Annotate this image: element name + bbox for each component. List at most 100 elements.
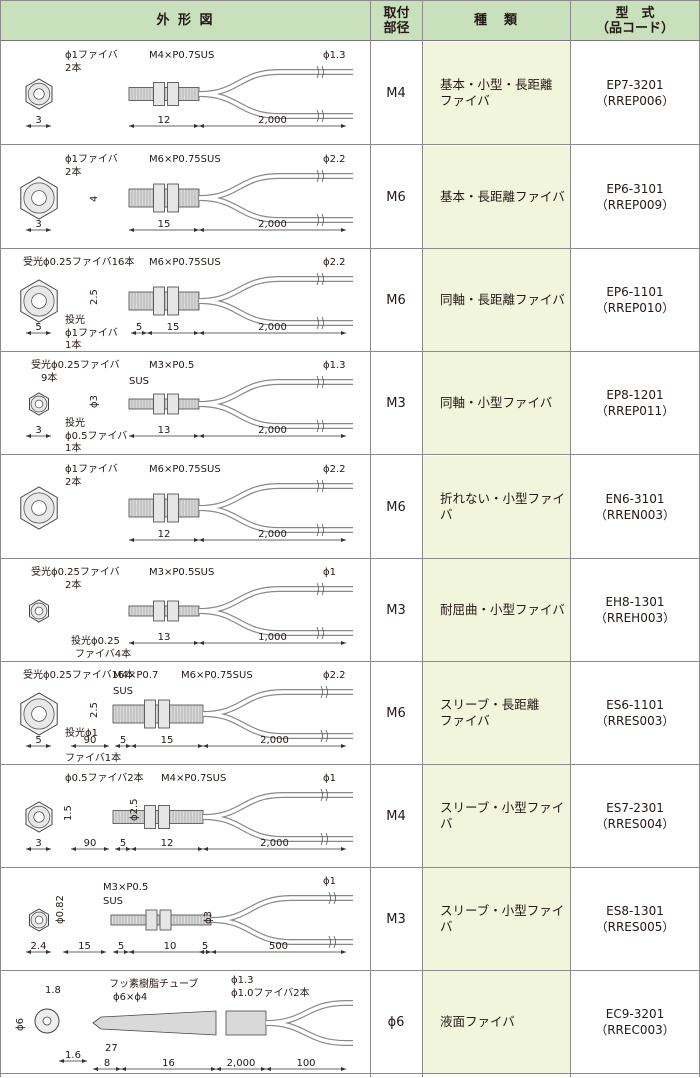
break-mark-icon bbox=[316, 169, 324, 183]
material-label: SUS bbox=[103, 896, 123, 907]
model-number: ES6-1101 bbox=[606, 698, 664, 712]
fiber-type-line: ファイバ bbox=[440, 93, 490, 108]
dim-label-length: 2,000 bbox=[258, 219, 287, 230]
fiber-cable-core bbox=[198, 196, 353, 222]
model-number: EH8-1301 bbox=[605, 595, 665, 609]
fiber-cable-core bbox=[202, 815, 353, 841]
arrow-icon bbox=[206, 950, 211, 954]
model-number: EP8-1201 bbox=[606, 388, 664, 402]
nut bbox=[153, 286, 165, 316]
arrow-icon bbox=[71, 744, 76, 748]
emit-label: 投光ϕ0.25 bbox=[71, 634, 120, 647]
mount-size: M3 bbox=[386, 395, 406, 411]
product-code: （RREN003） bbox=[594, 508, 676, 522]
arrow-icon bbox=[199, 538, 204, 542]
nut bbox=[153, 600, 165, 622]
dim-label-body: 15 bbox=[158, 219, 171, 230]
dim-label-step: 5 bbox=[136, 322, 142, 333]
nut bbox=[158, 699, 170, 729]
dim-label-body: 12 bbox=[158, 529, 171, 540]
break-mark-icon bbox=[316, 419, 324, 433]
fiber-cable-core bbox=[202, 793, 353, 819]
fiber-end-icon bbox=[31, 293, 47, 309]
emit-label: 投光 bbox=[65, 313, 85, 326]
outline-drawing-svg: 1.8ϕ6フッ素樹脂チューブϕ6×ϕ4ϕ1.3ϕ1.0ファイバ2本1.68271… bbox=[15, 975, 391, 1071]
arrow-icon bbox=[142, 331, 147, 335]
arrow-icon bbox=[26, 124, 31, 128]
product-code: （RREC003） bbox=[595, 1023, 675, 1037]
dim-label-end: 100 bbox=[296, 1058, 315, 1069]
model-code: ES8-1301（RRES005） bbox=[571, 868, 699, 970]
thread-label: M3×P0.5 bbox=[149, 360, 194, 371]
arrow-icon bbox=[63, 950, 68, 954]
fiber-type: 基本・小型・長距離ファイバ bbox=[423, 42, 570, 144]
column-divider bbox=[370, 0, 371, 1077]
arrow-icon bbox=[131, 744, 136, 748]
product-code: （RREP006） bbox=[595, 94, 675, 108]
model-code: EP7-3201（RREP006） bbox=[571, 42, 699, 144]
tube-label: フッ素樹脂チューブ bbox=[109, 977, 198, 990]
arrow-icon bbox=[199, 641, 204, 645]
dim-label-side: ϕ6 bbox=[15, 1018, 26, 1031]
mount-size: M6 bbox=[386, 292, 406, 308]
thread-label: M3×P0.5 bbox=[103, 882, 148, 893]
dim-label-body: 15 bbox=[167, 322, 180, 333]
arrow-icon bbox=[341, 434, 346, 438]
arrow-icon bbox=[26, 744, 31, 748]
header-size: 取付部径 bbox=[371, 1, 422, 41]
dim-label-body: 12 bbox=[161, 838, 174, 849]
mount-size: M6 bbox=[386, 499, 406, 515]
fiber-cable-core bbox=[198, 174, 353, 200]
dim-label-front: 2.4 bbox=[31, 941, 47, 952]
fiber-type-line: 折れない・小型ファイバ bbox=[440, 491, 566, 522]
fiber-cable-core bbox=[198, 506, 353, 532]
thread-label: M6×P0.75SUS bbox=[149, 257, 221, 268]
model-code: EP8-1201（RREP011） bbox=[571, 352, 699, 454]
arrow-icon bbox=[266, 1067, 271, 1071]
header-figure-label: 外 形 図 bbox=[156, 13, 215, 28]
arrow-icon bbox=[46, 744, 51, 748]
mount-size: M3 bbox=[386, 911, 406, 927]
break-mark-icon bbox=[316, 65, 324, 79]
arrow-icon bbox=[71, 847, 76, 851]
thread-label: M6×P0.75SUS bbox=[149, 464, 221, 475]
arrow-icon bbox=[199, 331, 204, 335]
header-model-line2: （品コード） bbox=[595, 20, 674, 36]
arrow-icon bbox=[194, 538, 199, 542]
arrow-icon bbox=[46, 228, 51, 232]
fiber-type: 同軸・小型ファイバ bbox=[423, 352, 570, 454]
arrow-icon bbox=[199, 228, 204, 232]
arrow-icon bbox=[341, 538, 346, 542]
fiber-cable-core bbox=[198, 402, 353, 428]
mount-size: M4 bbox=[386, 85, 406, 101]
nut bbox=[144, 805, 156, 829]
dim-label-length: 2,000 bbox=[258, 322, 287, 333]
nut bbox=[167, 493, 179, 523]
emit-label: 投光ϕ1 bbox=[65, 726, 98, 739]
arrow-icon bbox=[199, 950, 204, 954]
arrow-icon bbox=[82, 1059, 87, 1063]
fiber-cable-core bbox=[210, 918, 353, 944]
arrow-icon bbox=[26, 950, 31, 954]
cable-dia-label: ϕ1 bbox=[323, 567, 336, 578]
fiber-type-line: 同軸・長距離ファイバ bbox=[440, 292, 565, 307]
model-code: ES7-2301（RRES004） bbox=[571, 765, 699, 867]
cable-dia-label: ϕ1.3 bbox=[231, 975, 254, 986]
model-code: EH8-1301（RREH003） bbox=[571, 559, 699, 661]
fiber-cable-core bbox=[198, 484, 353, 510]
break-mark-icon bbox=[328, 935, 336, 949]
dim-label-length: 1,000 bbox=[258, 632, 287, 643]
fiber-end-icon bbox=[42, 1016, 52, 1026]
model-code: EN6-3101（RREN003） bbox=[571, 456, 699, 558]
fiber-type-line: 基本・小型・長距離 bbox=[440, 77, 553, 92]
fiber-type-line: スリーブ・小型ファイバ bbox=[440, 800, 565, 831]
